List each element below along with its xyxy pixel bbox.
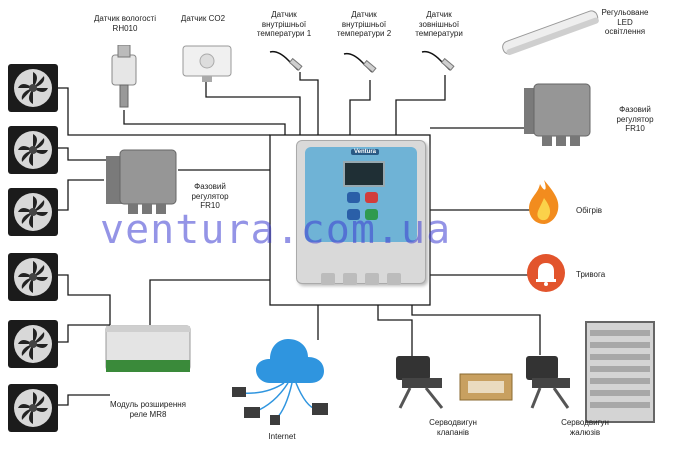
servo-motor-icon xyxy=(526,356,570,409)
controller-glands xyxy=(321,273,401,285)
temperature-probe-icon xyxy=(421,50,455,71)
fan-icon xyxy=(14,69,52,107)
temp-inside-2-label: Датчик внутрішньої температури 2 xyxy=(336,10,392,38)
heating-label: Обігрів xyxy=(576,206,602,215)
controller-button-blue-2[interactable] xyxy=(347,209,360,220)
relay-module-label: Модуль розширення реле MR8 xyxy=(109,400,186,419)
fan-3 xyxy=(8,188,58,236)
phase-regulator-icon xyxy=(106,149,177,214)
watermark: ventura.com.ua xyxy=(100,207,452,253)
louver-servo-label: Серводвигун жалюзів xyxy=(561,418,609,437)
valve-servo-label: Серводвигун клапанів xyxy=(429,418,477,437)
fan-6 xyxy=(8,384,58,432)
co2-sensor-icon xyxy=(182,45,232,82)
controller: Ventura xyxy=(296,140,426,285)
alarm-bell-icon xyxy=(527,254,565,292)
louver-icon xyxy=(585,321,655,423)
phase-regulator-right-label: Фазовий регулятор FR10 xyxy=(616,105,654,133)
phase-regulator-icon xyxy=(524,83,591,146)
fan-1 xyxy=(8,64,58,112)
fan-5 xyxy=(8,320,58,368)
relay-module-icon xyxy=(105,325,191,372)
controller-brand: Ventura xyxy=(351,149,380,155)
co2-sensor-label: Датчик CO2 xyxy=(180,14,226,23)
temperature-probe-icon xyxy=(343,52,377,73)
controller-display xyxy=(343,161,385,187)
internet-label: Internet xyxy=(268,432,296,441)
servo-motor-icon xyxy=(396,356,444,409)
fan-2 xyxy=(8,126,58,174)
temp-inside-1-label: Датчик внутрішньої температури 1 xyxy=(256,10,312,38)
fan-4 xyxy=(8,253,58,301)
alarm-label: Тривога xyxy=(576,270,606,279)
humidity-sensor-label: Датчик вологості RH010 xyxy=(94,14,156,33)
fan-icon xyxy=(14,258,52,296)
controller-button-blue-1[interactable] xyxy=(347,192,360,203)
controller-button-red[interactable] xyxy=(365,192,378,203)
temperature-probe-icon xyxy=(269,50,303,71)
fan-icon xyxy=(14,131,52,169)
controller-panel: Ventura xyxy=(305,147,417,242)
temp-outside-label: Датчик зовнішньої температури xyxy=(415,10,463,38)
flame-icon xyxy=(529,180,559,224)
led-lamp-icon xyxy=(502,10,599,56)
controller-button-green[interactable] xyxy=(365,209,378,220)
fan-icon xyxy=(14,325,52,363)
valve-damper-icon xyxy=(459,373,513,401)
humidity-sensor-icon xyxy=(111,45,137,108)
fan-icon xyxy=(14,389,52,427)
phase-regulator-left-label: Фазовий регулятор FR10 xyxy=(191,182,229,210)
cloud-network-icon xyxy=(232,339,328,425)
fan-icon xyxy=(14,193,52,231)
led-label: Регульоване LED освітлення xyxy=(601,8,649,36)
